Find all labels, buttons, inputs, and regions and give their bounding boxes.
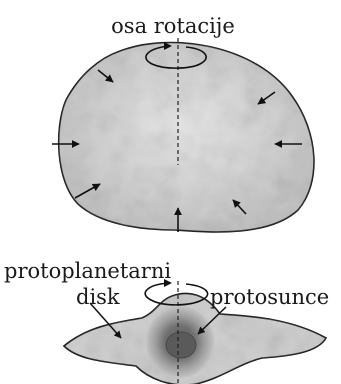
molecular-cloud xyxy=(59,43,314,232)
protosun-label: protosunce xyxy=(210,285,329,309)
rotation-axis-label: osa rotacije xyxy=(111,14,235,38)
protosun-core xyxy=(166,332,196,358)
protoplanetary-label-line1: protoplanetarni xyxy=(4,259,171,283)
protosun xyxy=(146,306,214,378)
protoplanetary-label-line2: disk xyxy=(76,285,120,309)
